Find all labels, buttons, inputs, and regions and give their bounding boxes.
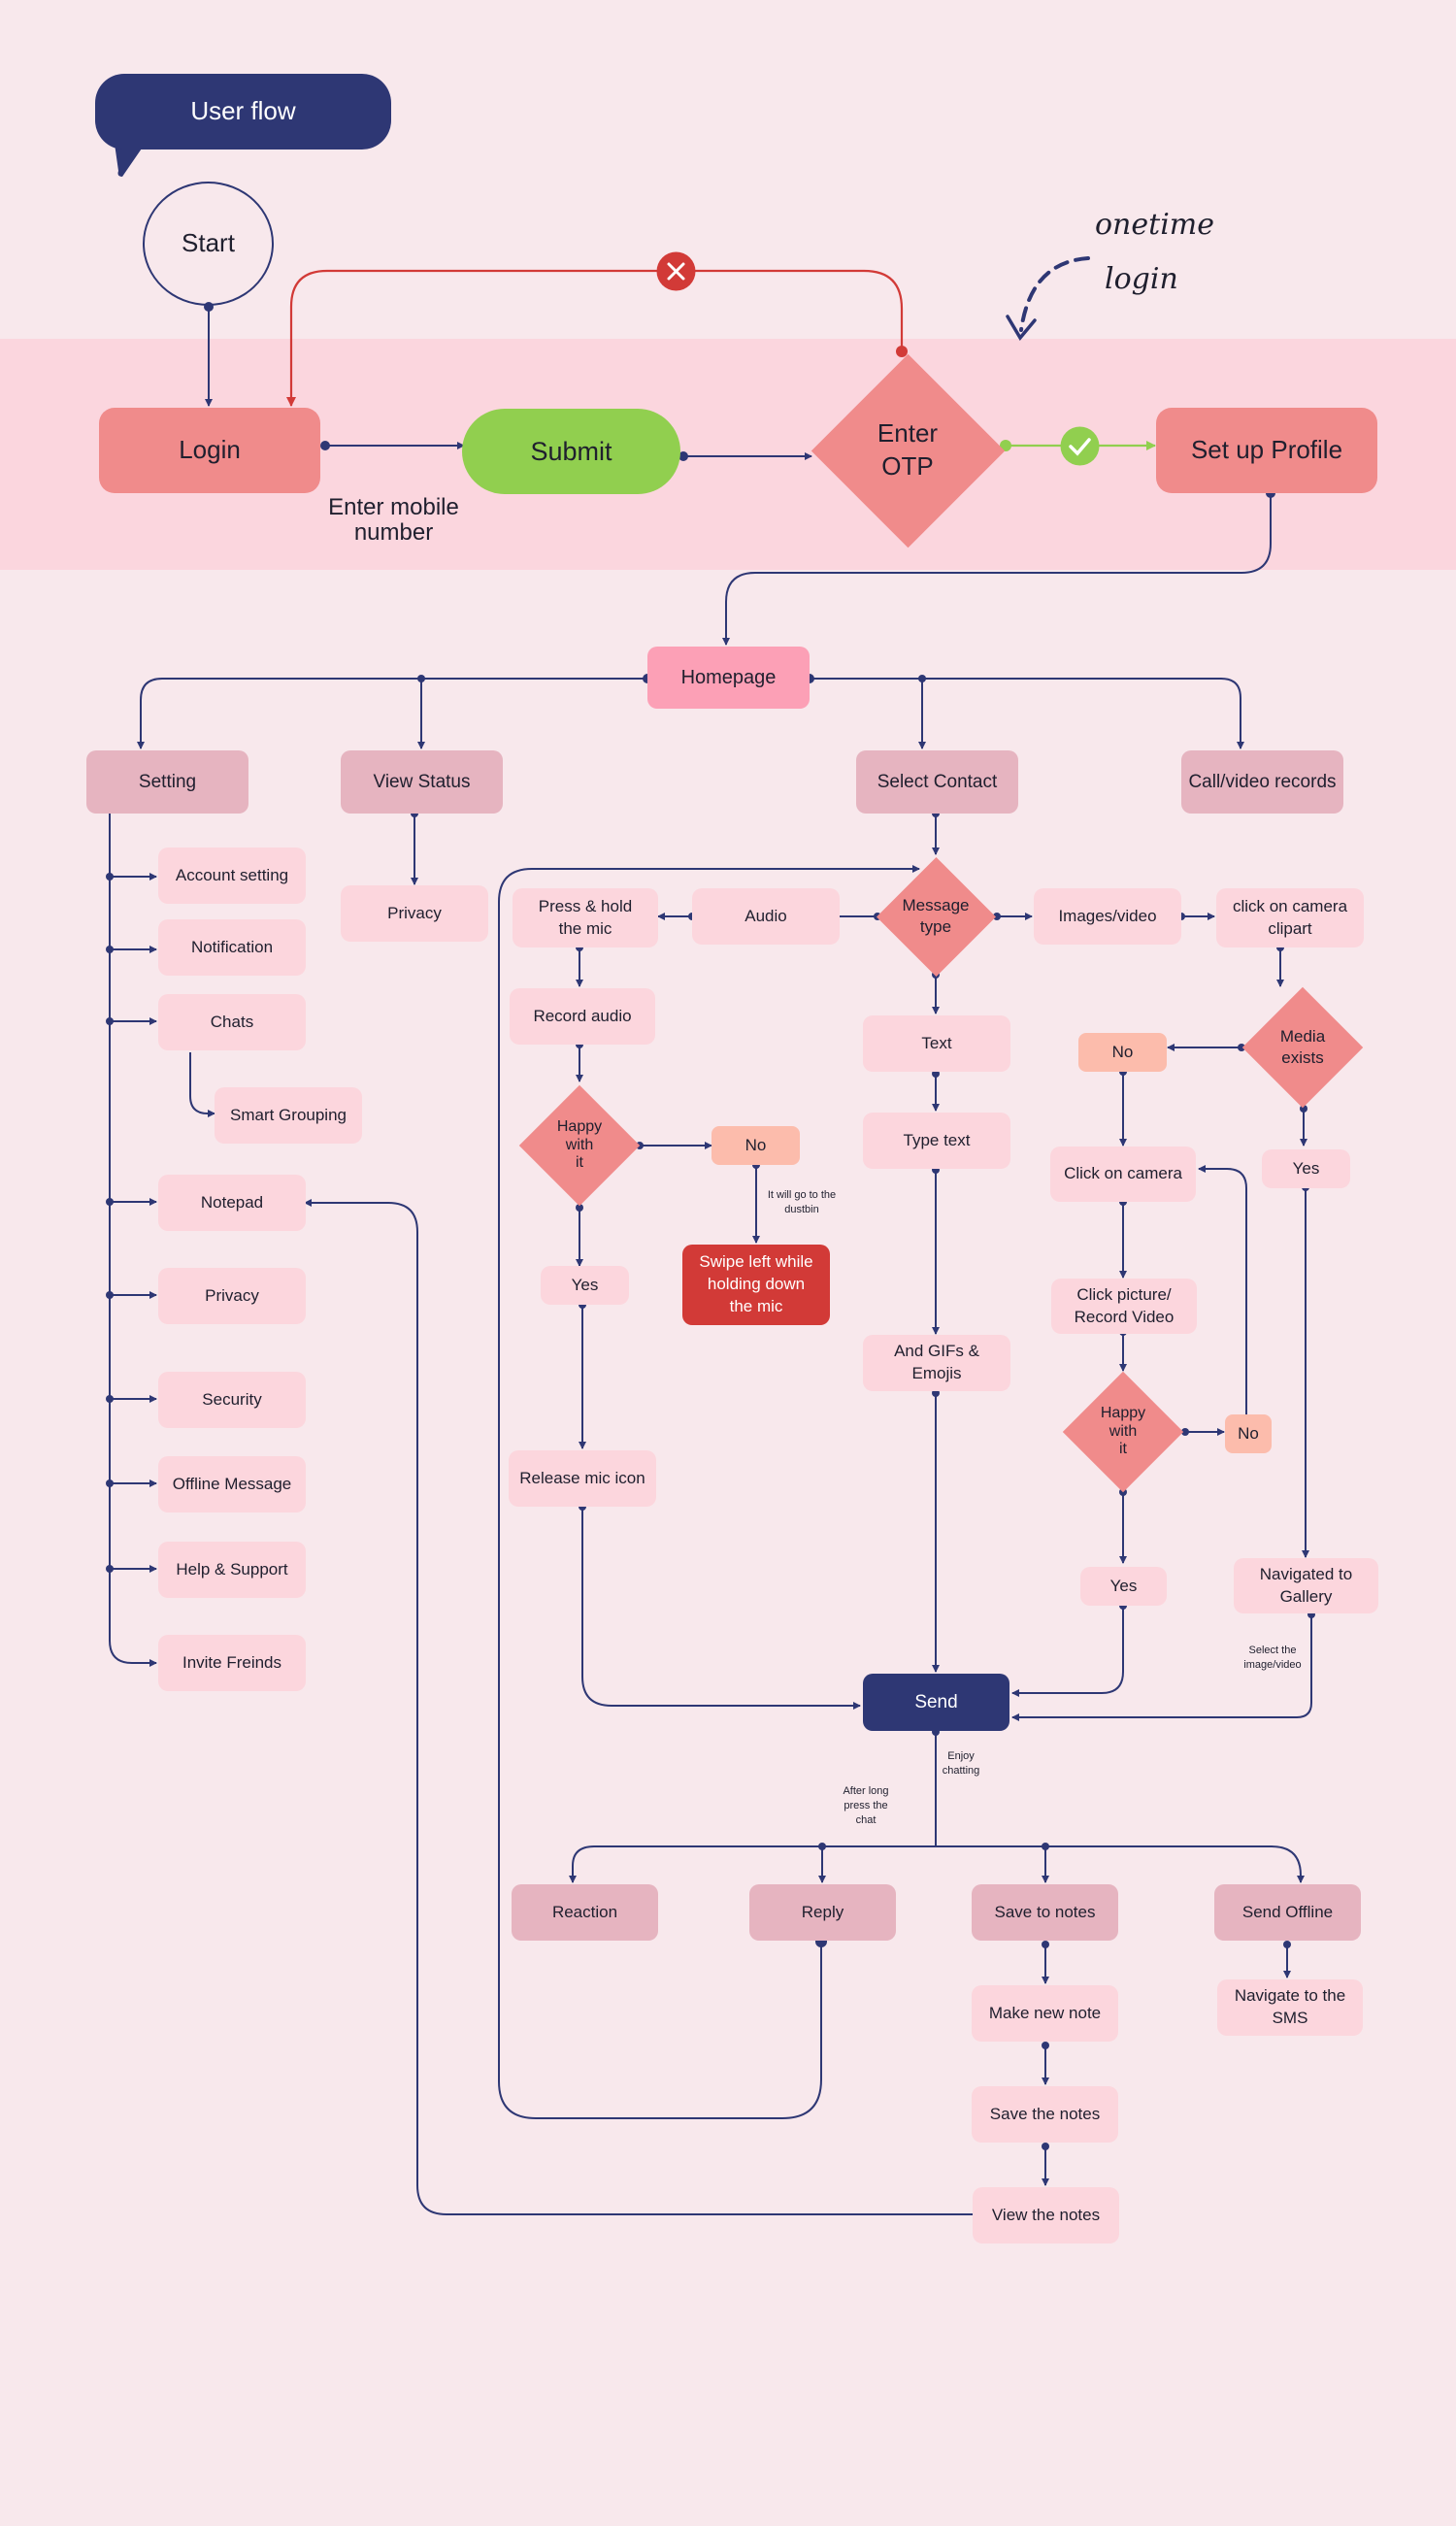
record-audio-node: Record audio [510,988,655,1045]
select-image-note: Select the image/video [1243,1645,1302,1671]
navigate-sms-node: Navigate to the SMS [1217,1979,1363,2036]
enjoy-chatting-note: Enjoy chatting [942,1750,980,1777]
swipe-left-node: Swipe left while holding down the mic [682,1245,830,1325]
send-offline-node: Send Offline [1214,1884,1361,1941]
status-privacy-node: Privacy [341,885,488,942]
no-media2-node: No [1225,1414,1272,1453]
settings-item: Offline Message [158,1456,306,1512]
camera-clipart-node: click on camera clipart [1216,888,1364,947]
text-node: Text [863,1015,1010,1072]
media-exists-label: Media exists [1279,1026,1326,1067]
yes-media2-node: Yes [1080,1567,1167,1606]
annotation-login: login [1105,262,1178,296]
settings-item: Account setting [158,848,306,904]
view-status-node: View Status [341,750,503,814]
navigated-gallery-node: Navigated to Gallery [1234,1558,1378,1613]
submit-node: Submit [462,409,680,494]
settings-item: Notification [158,919,306,976]
images-video-node: Images/video [1034,888,1181,945]
send-node: Send [863,1674,1009,1731]
save-to-notes-node: Save to notes [972,1884,1118,1941]
setup-profile-node: Set up Profile [1156,408,1377,493]
homepage-node: Homepage [647,647,810,709]
settings-item: Chats [158,994,306,1050]
x-circle-icon [656,251,696,291]
no-media-node: No [1078,1033,1167,1072]
click-picture-node: Click picture/ Record Video [1051,1279,1197,1334]
happy-media-label: Happy with it [1100,1405,1146,1458]
check-circle-icon [1060,426,1100,466]
yes-audio-node: Yes [541,1266,629,1305]
happy-audio-label: Happy with it [556,1118,603,1172]
select-contact-node: Select Contact [856,750,1018,814]
view-the-notes-node: View the notes [973,2187,1119,2243]
dustbin-note: It will go to the dustbin [767,1189,837,1215]
click-camera-node: Click on camera [1050,1147,1196,1202]
settings-item: Notepad [158,1175,306,1231]
long-press-note: After long press the chat [843,1785,889,1826]
reply-node: Reply [749,1884,896,1941]
annotation-onetime: onetime [1095,208,1214,242]
settings-item: Privacy [158,1268,306,1324]
message-type-label: Message type [902,895,970,936]
login-caption: Enter mobile number [328,494,459,547]
setting-node: Setting [86,750,248,814]
enter-otp-label: Enter OTP [877,418,939,481]
page-title: User flow [95,74,391,150]
release-mic-node: Release mic icon [509,1450,656,1507]
reaction-node: Reaction [512,1884,658,1941]
yes-media-node: Yes [1262,1149,1350,1188]
login-node: Login [99,408,320,493]
make-new-note-node: Make new note [972,1985,1118,2042]
type-text-node: Type text [863,1113,1010,1169]
settings-item: Invite Freinds [158,1635,306,1691]
smart-grouping-node: Smart Grouping [215,1087,362,1144]
no-audio-node: No [711,1126,800,1165]
gifs-emojis-node: And GIFs & Emojis [863,1335,1010,1391]
settings-item: Help & Support [158,1542,306,1598]
call-video-records-node: Call/video records [1181,750,1343,814]
save-the-notes-node: Save the notes [972,2086,1118,2143]
start-node: Start [143,182,274,306]
press-hold-mic-node: Press & hold the mic [513,888,658,947]
settings-item: Security [158,1372,306,1428]
audio-node: Audio [692,888,840,945]
